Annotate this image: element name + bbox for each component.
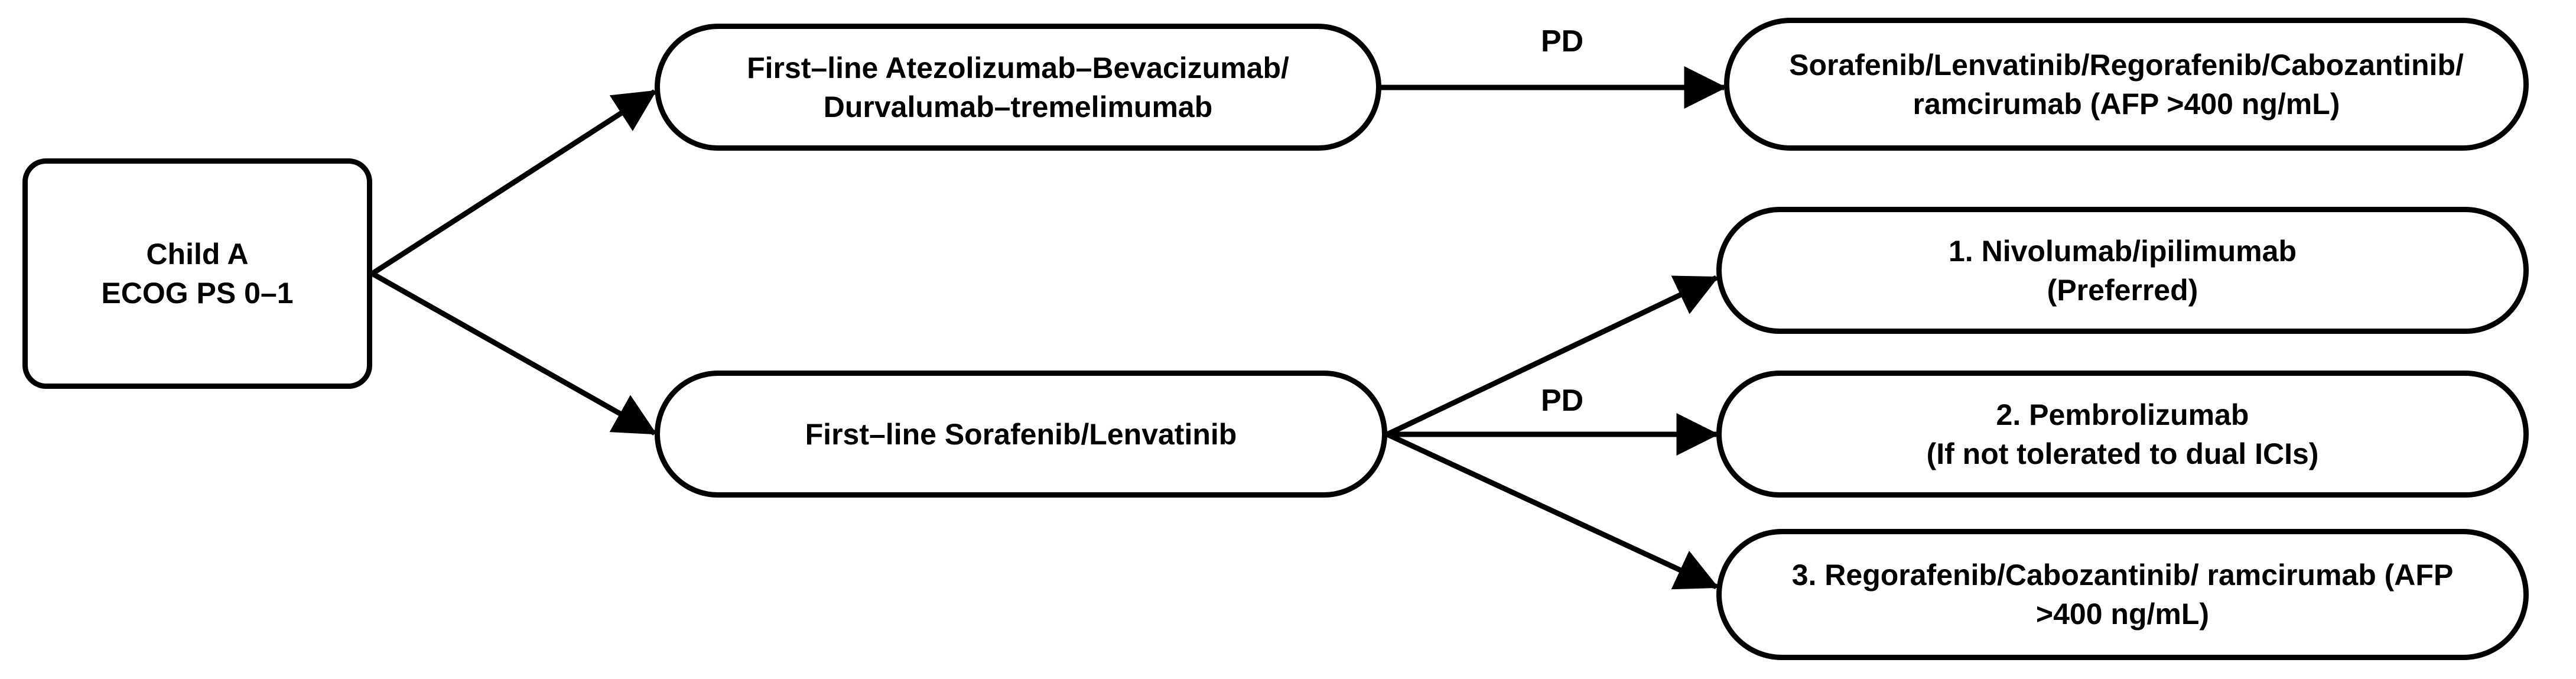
first-line-io-line2: Durvalumab–tremelimumab — [823, 90, 1213, 124]
start-node-line2: ECOG PS 0–1 — [101, 277, 294, 310]
option-1-line1: 1. Nivolumab/ipilimumab — [1949, 234, 2297, 268]
start-node-line1: Child A — [146, 238, 249, 271]
second-line-after-io-node: Sorafenib/Lenvatinib/Regorafenib/Cabozan… — [1724, 18, 2529, 151]
option-2-line2: (If not tolerated to dual ICIs) — [1926, 437, 2319, 470]
option-2-line1: 2. Pembrolizumab — [1996, 398, 2249, 431]
first-line-io-line1: First–line Atezolizumab–Bevacizumab/ — [747, 51, 1289, 85]
first-line-io-node: First–line Atezolizumab–Bevacizumab/ Dur… — [655, 24, 1381, 151]
first-line-tki-line1: First–line Sorafenib/Lenvatinib — [805, 417, 1237, 451]
arrow-tki-to-option3 — [1386, 431, 1719, 590]
second-line-after-io-line1: Sorafenib/Lenvatinib/Regorafenib/Cabozan… — [1789, 48, 2464, 82]
option-3-node: 3. Regorafenib/Cabozantinib/ ramcirumab … — [1716, 529, 2529, 660]
second-line-after-io-line2: ramcirumab (AFP >400 ng/mL) — [1913, 87, 2340, 121]
option-1-line2: (Preferred) — [2047, 273, 2198, 307]
option-3-line1: 3. Regorafenib/Cabozantinib/ ramcirumab … — [1791, 558, 2454, 592]
first-line-tki-node: First–line Sorafenib/Lenvatinib — [655, 371, 1387, 498]
pd-label-io: PD — [1541, 24, 1584, 59]
arrow-start-to-first-line-tki — [370, 271, 657, 436]
option-3-line2: >400 ng/mL) — [2035, 597, 2210, 631]
option-2-node: 2. Pembrolizumab (If not tolerated to du… — [1716, 371, 2529, 498]
start-node: Child A ECOG PS 0–1 — [22, 158, 372, 389]
arrow-start-to-first-line-io — [370, 89, 657, 276]
arrow-tki-to-option1 — [1386, 275, 1719, 437]
option-1-node: 1. Nivolumab/ipilimumab (Preferred) — [1716, 207, 2529, 334]
pd-label-tki: PD — [1541, 384, 1584, 418]
